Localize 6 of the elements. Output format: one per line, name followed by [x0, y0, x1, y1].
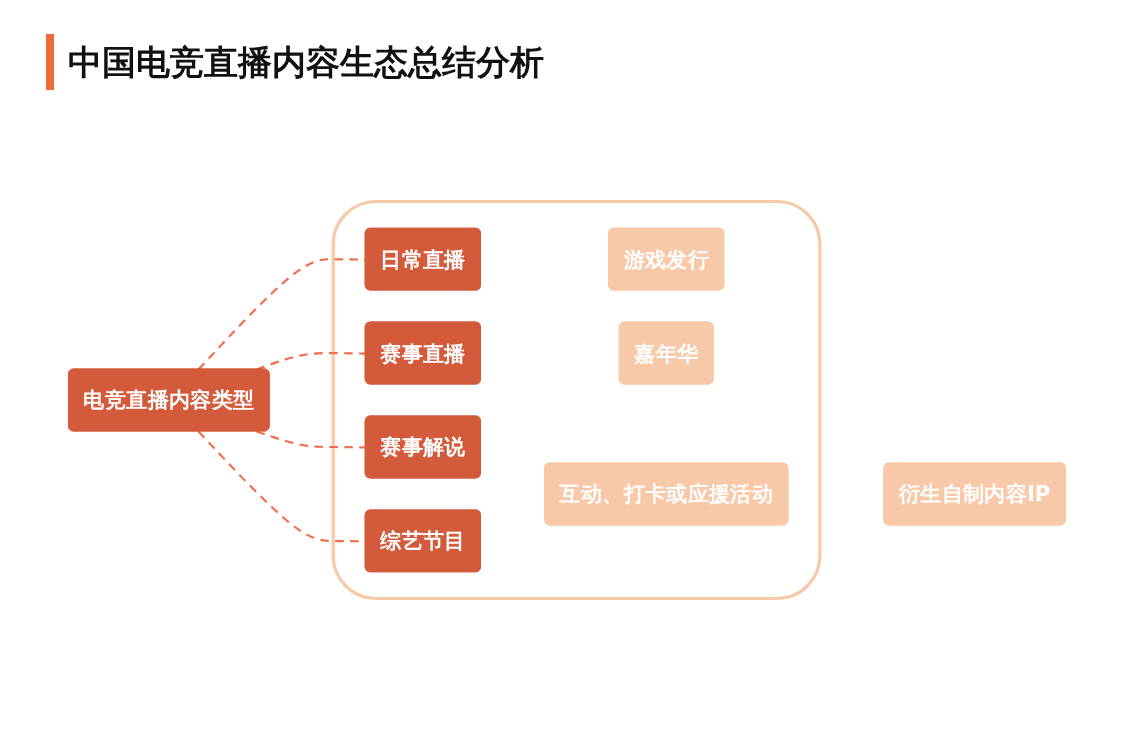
connector [197, 258, 366, 371]
connector [256, 430, 366, 449]
connector [197, 430, 366, 543]
page-title: 中国电竞直播内容生态总结分析 [46, 34, 544, 90]
connector [256, 352, 366, 371]
cluster [331, 199, 822, 601]
